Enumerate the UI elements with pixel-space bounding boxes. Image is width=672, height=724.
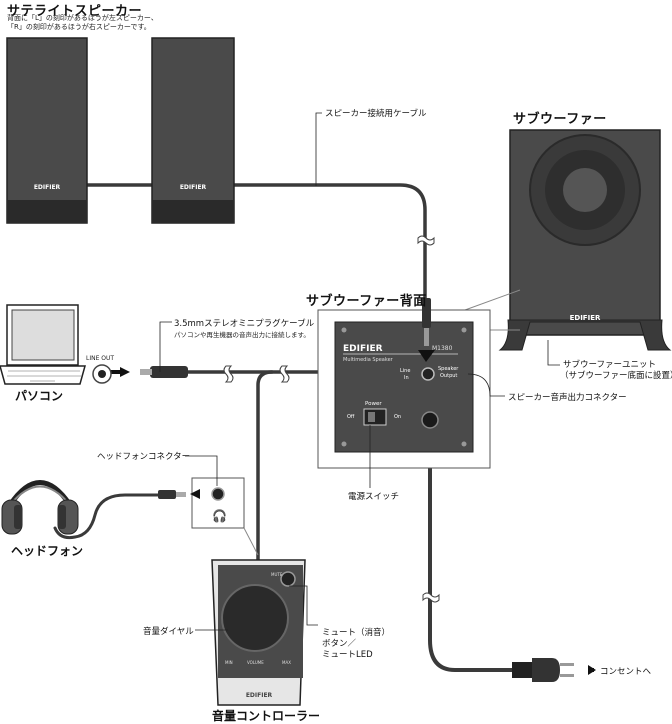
satellite-note-line2: 「R」の刻印があるほうが右スピーカーです。 — [7, 23, 151, 31]
svg-text:M1380: M1380 — [432, 345, 453, 352]
line-out-label: LINE OUT — [86, 355, 115, 362]
mini-plug-note: パソコンや再生機器の音声出力に接続します。 — [174, 331, 310, 339]
svg-text:In: In — [404, 375, 409, 381]
subwoofer-unit-line2: （サブウーファー底面に設置） — [560, 371, 672, 381]
subwoofer-unit-line1: サブウーファーユニット — [563, 360, 656, 370]
mute-label-line1: ミュート（消音） — [322, 628, 391, 638]
power-switch-label: 電源スイッチ — [348, 492, 400, 502]
svg-text:Multimedia Speaker: Multimedia Speaker — [343, 357, 394, 363]
svg-text:Power: Power — [365, 401, 382, 407]
svg-text:EDIFIER: EDIFIER — [570, 314, 601, 322]
svg-text:Line: Line — [400, 368, 410, 374]
svg-text:On: On — [394, 414, 401, 420]
controller-cable — [256, 370, 274, 562]
sub-back-title: サブウーファー背面 — [306, 294, 427, 309]
headphone-connector-label: ヘッドフォンコネクター — [97, 452, 191, 462]
right-satellite-speaker: EDIFIER — [151, 37, 235, 224]
power-cord-socket — [421, 411, 439, 429]
headphone-jack — [211, 487, 225, 501]
line-in-jack — [421, 367, 435, 381]
speaker-cable-plug — [418, 298, 435, 362]
panel-logo: EDIFIER — [343, 344, 383, 354]
line-out-jack — [92, 364, 112, 384]
speaker-cable — [83, 183, 427, 302]
speaker-output-connector-label: スピーカー音声出力コネクター — [508, 393, 627, 403]
svg-text:MUTE: MUTE — [271, 572, 283, 577]
mute-label-line3: ミュートLED — [322, 650, 373, 660]
svg-text:Output: Output — [440, 373, 457, 379]
volume-controller: MUTE MIN VOLUME MAX EDIFIER — [211, 559, 306, 706]
headphones-drawing — [1, 480, 79, 535]
power-plug — [512, 658, 596, 682]
left-satellite-speaker: EDIFIER — [6, 37, 88, 224]
mute-label-line2: ボタン／ — [322, 639, 357, 649]
sub-back-panel: EDIFIER M1380 Multimedia Speaker Line In… — [334, 321, 474, 453]
satellite-note-line1: 背面に「L」の刻印があるほうが左スピーカー、 — [7, 14, 158, 22]
svg-text:MIN: MIN — [225, 660, 233, 665]
svg-text:🎧: 🎧 — [212, 509, 227, 523]
pc-label: パソコン — [15, 389, 64, 403]
svg-text:MAX: MAX — [282, 660, 291, 665]
svg-text:Speaker: Speaker — [438, 366, 459, 372]
mini-plug — [108, 366, 188, 378]
headphone-connector-panel — [191, 477, 245, 529]
svg-text:EDIFIER: EDIFIER — [246, 692, 273, 699]
satellite-title: サテライトスピーカー — [7, 4, 143, 19]
speaker-cable-label: スピーカー接続用ケーブル — [325, 109, 427, 119]
controller-label: 音量コントローラー — [212, 709, 321, 723]
power-cord — [428, 418, 517, 672]
headphone-plug — [158, 489, 200, 499]
svg-text:EDIFIER: EDIFIER — [34, 184, 61, 191]
headphones-label: ヘッドフォン — [11, 544, 84, 558]
outlet-label: コンセントへ — [600, 667, 652, 677]
laptop — [0, 304, 86, 385]
volume-dial-label: 音量ダイヤル — [143, 627, 194, 637]
svg-text:EDIFIER: EDIFIER — [180, 184, 207, 191]
mute-button — [280, 571, 296, 587]
mini-plug-label: 3.5mmステレオミニプラグケーブル — [174, 319, 315, 329]
subwoofer-unit: EDIFIER — [498, 129, 672, 351]
svg-text:Off: Off — [347, 414, 355, 420]
headphone-cable — [53, 493, 162, 540]
subwoofer-title: サブウーファー — [513, 112, 607, 127]
volume-knob — [221, 584, 289, 652]
svg-text:VOLUME: VOLUME — [247, 660, 264, 665]
